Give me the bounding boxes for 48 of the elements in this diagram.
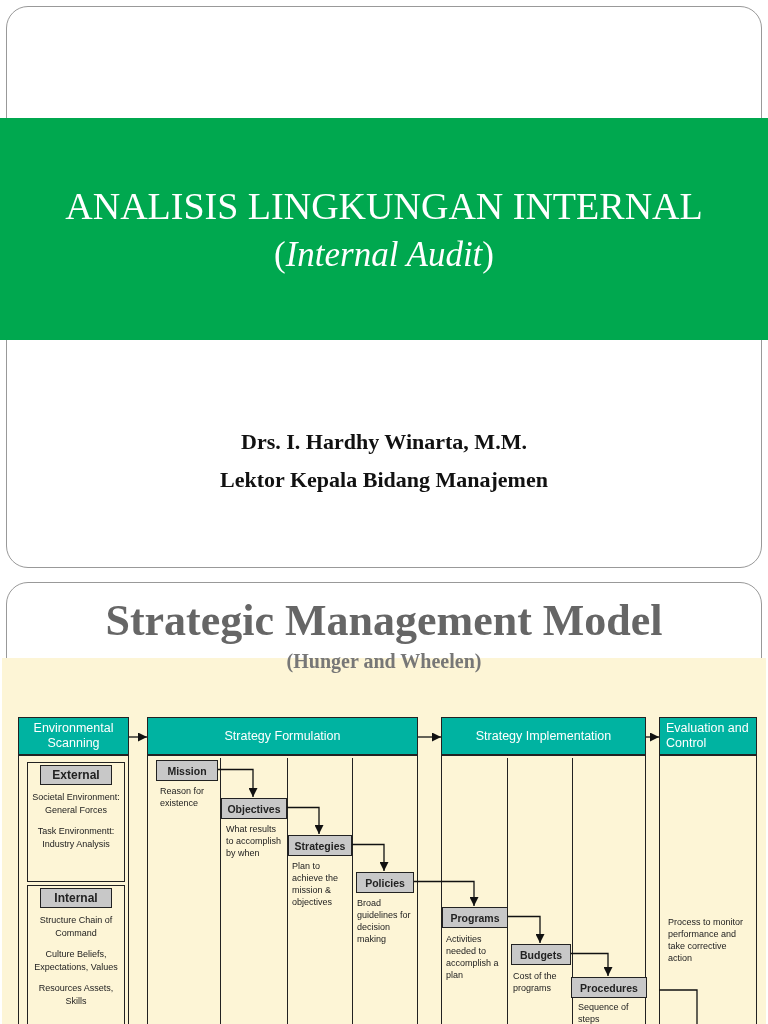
stage-header: Strategy Formulation [148,718,417,756]
stage-header: Evaluation and Control [660,718,756,756]
arrow [128,732,148,742]
author-title: Lektor Kepala Bidang Manajemen [219,468,549,493]
step-box: Programs [442,907,508,928]
step-description: Cost of the programs [513,970,558,994]
step-description: Reason for existence [160,785,206,809]
step-description: Sequence of steps [578,1001,630,1024]
stage-column [659,717,757,1024]
step-description: Broad guidelines for decision making [357,897,412,945]
stage-header: Environmental Scanning [19,718,128,756]
factor-text: Task Environmentt: Industry Analysis [36,825,116,850]
step-description: Activities needed to accomplish a plan [446,933,500,981]
group-title: External [40,765,112,785]
arrow [412,880,479,907]
factor-text: Resources Assets, Skills [37,982,115,1007]
stage-column [441,717,646,1024]
arrow [645,732,660,742]
factor-group [27,885,125,1024]
arrow [216,768,258,798]
step-box: Policies [356,872,414,893]
stage-column [147,717,418,1024]
arrow [506,915,545,944]
factor-text: Culture Beliefs, Expectations, Values [33,948,119,973]
arrow [417,732,442,742]
arrow [350,843,389,872]
arrow [285,806,324,835]
slide-subtitle: (Internal Audit) [273,236,495,275]
step-box: Strategies [288,835,352,856]
author-name: Drs. I. Hardhy Winarta, M.M. [240,430,528,455]
slide-subtitle: (Hunger and Wheelen) [285,650,483,672]
factor-text: Structure Chain of Command [38,914,114,939]
step-description: Plan to achieve the mission & objectives [292,860,340,908]
slide-title: Strategic Management Model [104,597,664,646]
step-description: What results to accomplish by when [226,823,283,859]
factor-group [27,762,125,882]
step-box: Budgets [511,944,571,965]
stage-column [18,717,129,1024]
step-box: Mission [156,760,218,781]
step-box: Objectives [221,798,287,819]
arrow [569,952,613,977]
stage-header: Strategy Implementation [442,718,645,756]
stage-description: Process to monitor performance and take corrective action [668,916,745,964]
slide-title: ANALISIS LINGKUNGAN INTERNAL [64,186,704,228]
step-box: Procedures [571,977,647,998]
group-title: Internal [40,888,112,908]
connector-line [658,989,698,1024]
factor-text: Societal Environment: General Forces [31,791,121,816]
